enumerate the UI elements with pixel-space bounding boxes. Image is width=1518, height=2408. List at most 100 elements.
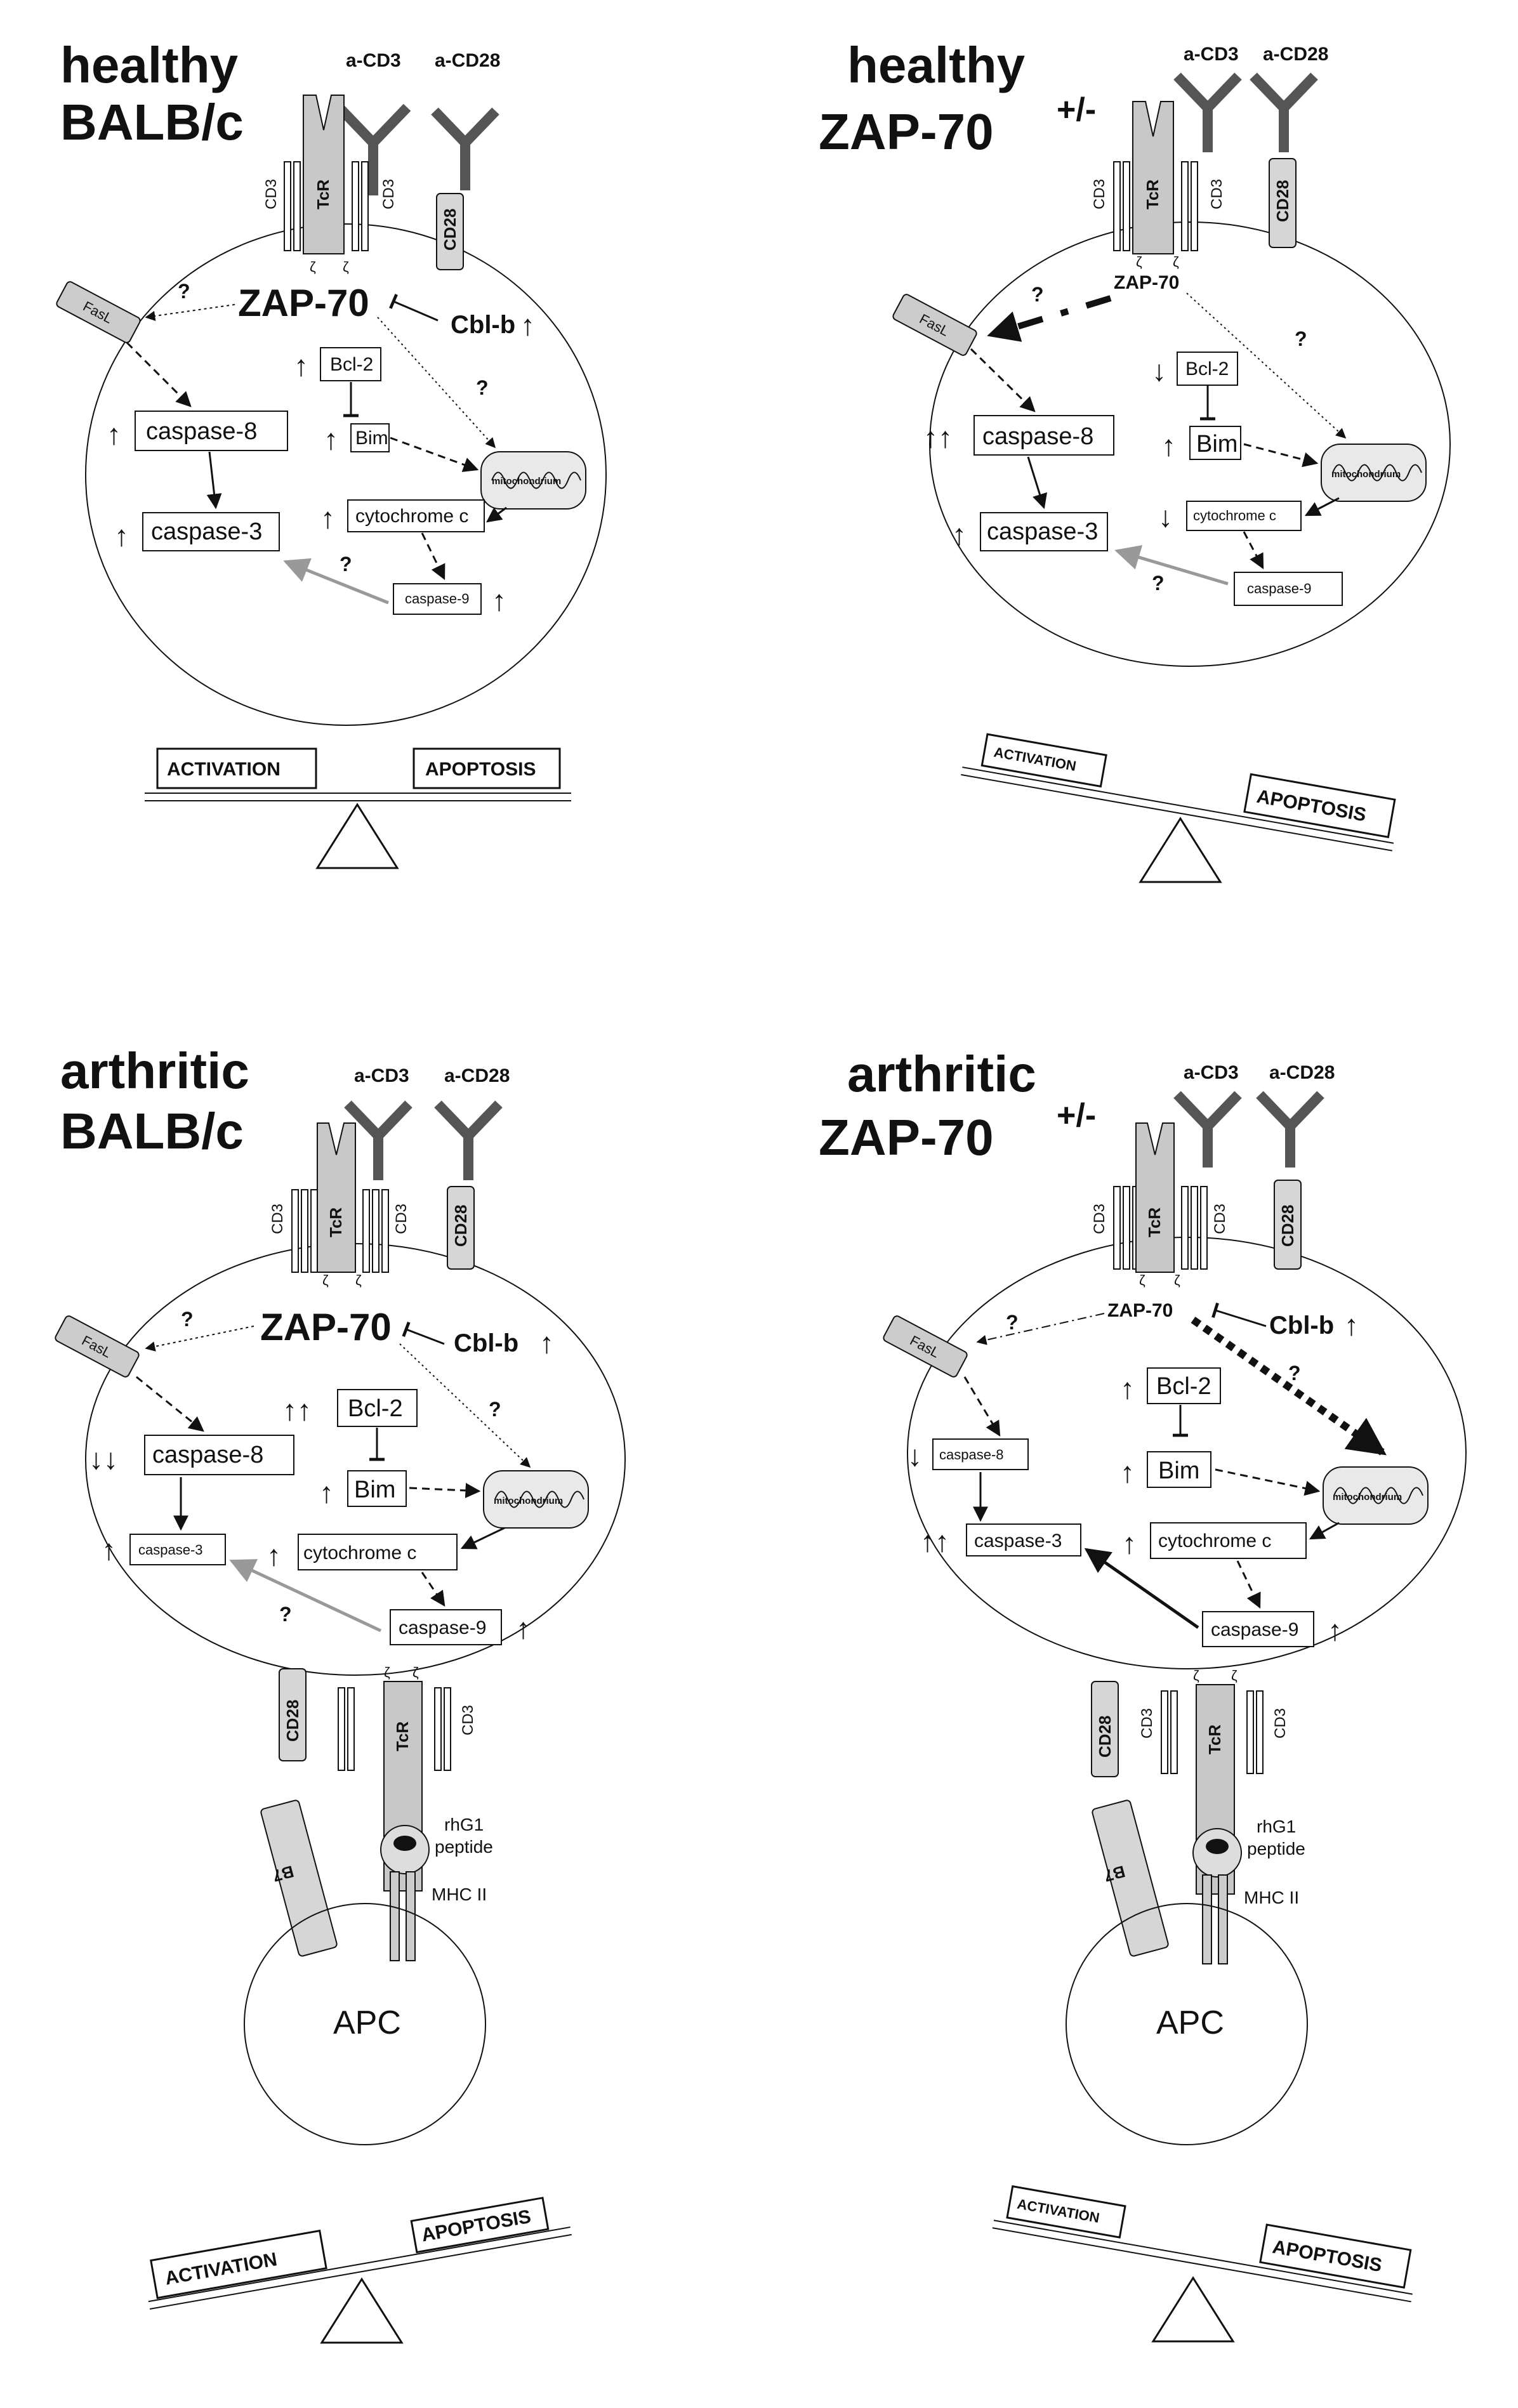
apc-cell bbox=[1066, 1903, 1308, 2145]
mito-cytc-arrow bbox=[1304, 497, 1340, 516]
a-cd28-label: a-CD28 bbox=[1263, 44, 1328, 65]
zap70-label: ZAP-70 bbox=[260, 1306, 392, 1348]
panel-title-line2: ZAP-70 bbox=[819, 103, 994, 160]
bim-box bbox=[347, 1470, 407, 1507]
down-arrow: ↓ bbox=[1158, 500, 1173, 533]
cd3-left-label: CD3 bbox=[1091, 1204, 1108, 1234]
caspase-3-label: caspase-3 bbox=[974, 1530, 1062, 1551]
b7-ligand bbox=[260, 1799, 338, 1957]
activation-box bbox=[1006, 2185, 1126, 2239]
bcl2-label: Bcl-2 bbox=[348, 1395, 403, 1422]
cytc-caspase9-arrow bbox=[1243, 531, 1264, 570]
cd28-receptor bbox=[1269, 158, 1297, 248]
zap70-fasl-link bbox=[145, 1326, 254, 1352]
up-arrow: ↑ bbox=[319, 1476, 334, 1509]
fasl-caspase8-arrow bbox=[970, 348, 1036, 412]
up-arrow: ↑ bbox=[107, 418, 121, 451]
up-arrow: ↑ bbox=[102, 1533, 116, 1566]
caspase9-caspase3-arrow bbox=[1114, 545, 1229, 586]
apc-label: APC bbox=[333, 2004, 401, 2041]
cd3-right bbox=[434, 1687, 451, 1771]
caspase-3-box bbox=[980, 512, 1108, 551]
a-cd28-label: a-CD28 bbox=[1269, 1062, 1335, 1083]
cd28-receptor bbox=[279, 1668, 307, 1761]
panel-title-line1: healthy bbox=[847, 37, 1026, 93]
mitochondrium-shape bbox=[483, 1470, 589, 1529]
tcr-receptor bbox=[303, 95, 345, 254]
activation-box bbox=[980, 733, 1107, 788]
zeta-chain-label: ζ bbox=[384, 1664, 390, 1680]
cytc-caspase9-arrow bbox=[421, 532, 446, 581]
caspase-8-label: caspase-8 bbox=[939, 1447, 1004, 1463]
caspase-3-box bbox=[142, 512, 280, 551]
bcl2-label: Bcl-2 bbox=[330, 354, 373, 375]
apoptosis-label: APOPTOSIS bbox=[425, 759, 536, 780]
zap70-mito-link bbox=[1186, 293, 1347, 439]
bim-label: Bim bbox=[355, 428, 388, 449]
cytochrome-c-box bbox=[347, 499, 485, 532]
zap70-label: ZAP-70 bbox=[238, 282, 369, 324]
tcr-label: TcR bbox=[1145, 1207, 1164, 1237]
mitochondrium-shape bbox=[1321, 444, 1427, 502]
cd28-label: CD28 bbox=[1095, 1716, 1114, 1758]
up-arrow: ↑ bbox=[1328, 1614, 1342, 1647]
mito-cytc-arrow bbox=[460, 1527, 505, 1549]
cd28-label: CD28 bbox=[1278, 1205, 1297, 1247]
mitochondrium-label: mitochondrium bbox=[494, 1496, 563, 1506]
bim-mito-arrow bbox=[409, 1483, 481, 1499]
up-arrow: ↑ bbox=[1344, 1308, 1359, 1341]
tcr-label: TcR bbox=[393, 1721, 412, 1751]
caspase8-caspase3-arrow bbox=[206, 451, 222, 510]
cd28-label: CD28 bbox=[451, 1205, 470, 1247]
caspase-9-label: caspase-9 bbox=[405, 591, 470, 607]
mitochondrium-label: mitochondrium bbox=[492, 476, 561, 487]
caspase-8-box bbox=[932, 1438, 1029, 1470]
mitochondrium-shape bbox=[1323, 1466, 1429, 1525]
zap70-mito-link bbox=[1191, 1317, 1387, 1456]
zeta-chain-label: ζ bbox=[322, 1272, 329, 1288]
apc-label: APC bbox=[1156, 2004, 1224, 2041]
mito-cytc-arrow bbox=[1309, 1522, 1340, 1540]
cd3-right bbox=[362, 1189, 389, 1273]
apoptosis-box bbox=[410, 2197, 550, 2254]
up-arrow: ↑ bbox=[492, 584, 506, 617]
cd28-receptor bbox=[436, 193, 464, 270]
caspase-8-box bbox=[144, 1435, 294, 1475]
panel-arthritic-zap70: arthritic ZAP-70 +/- a-CD3 a-CD28 CD3 Tc… bbox=[819, 1046, 1467, 2343]
caspase9-caspase3-arrow bbox=[229, 1559, 382, 1633]
panel-arthritic-balbc: arthritic BALB/c a-CD3 a-CD28 CD3 TcR CD… bbox=[55, 1043, 626, 2344]
question-mark: ? bbox=[476, 376, 489, 399]
cytochrome-c-box bbox=[1150, 1522, 1307, 1559]
bcl2-box bbox=[1147, 1367, 1221, 1404]
caspase-3-label: caspase-3 bbox=[151, 518, 262, 545]
a-cd3-label: a-CD3 bbox=[354, 1065, 409, 1086]
a-cd28-antibody bbox=[1256, 1091, 1324, 1168]
apoptosis-box bbox=[1243, 773, 1396, 839]
cd3-right-label: CD3 bbox=[459, 1705, 477, 1735]
cd3-left-label: CD3 bbox=[263, 179, 280, 209]
fasl-receptor bbox=[56, 281, 141, 343]
cd3-left-label: CD3 bbox=[1138, 1708, 1156, 1739]
caspase-3-box bbox=[966, 1523, 1081, 1556]
caspase-8-label: caspase-8 bbox=[146, 418, 257, 445]
up-arrow: ↑ bbox=[320, 501, 335, 534]
tcr-label: TcR bbox=[1205, 1725, 1224, 1754]
bcl2-box bbox=[320, 347, 381, 381]
a-cd3-label: a-CD3 bbox=[1184, 44, 1239, 65]
question-mark: ? bbox=[279, 1603, 292, 1626]
zeta-chain-label: ζ bbox=[412, 1664, 419, 1680]
caspase-8-label: caspase-8 bbox=[152, 1442, 263, 1468]
caspase-3-label: caspase-3 bbox=[987, 518, 1098, 545]
tcr-label: TcR bbox=[326, 1207, 345, 1237]
mitochondrium-shape bbox=[480, 451, 586, 510]
fasl-caspase8-arrow bbox=[126, 341, 192, 407]
caspase-3-label: caspase-3 bbox=[138, 1542, 203, 1558]
cytc-caspase9-arrow bbox=[1236, 1560, 1261, 1609]
zeta-chain-label: ζ bbox=[310, 259, 316, 275]
zeta-chain-label: ζ bbox=[343, 259, 349, 275]
bim-box bbox=[1147, 1451, 1211, 1488]
panel-title-superscript: +/- bbox=[1057, 1097, 1096, 1134]
cd28-receptor bbox=[1091, 1681, 1119, 1777]
bim-mito-arrow bbox=[1215, 1468, 1321, 1496]
caspase-8-box bbox=[135, 411, 288, 451]
